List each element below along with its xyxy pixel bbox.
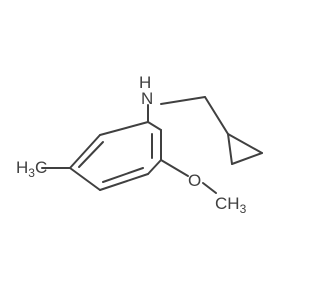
bond-ring-o [160,159,189,177]
bond-c6-c1 [69,134,101,169]
bond-c5-c6 [69,167,101,191]
bond-cp-1 [227,133,233,165]
methyl-right-label: CH3 [215,194,247,216]
bond-c4-c5 [99,173,149,191]
bond-ch2-cyclopropyl [204,96,229,135]
methyl-left-label: H3C [16,158,47,180]
double-bond-bottom [102,167,144,183]
nitrogen-label: N [141,89,153,108]
oxygen-label: O [188,171,201,190]
molecule-drawing: H N O H3C CH3 [16,73,263,216]
cyclopropyl-ring [227,133,263,165]
benzene-ring [69,121,162,191]
double-bond-left [78,141,104,168]
structure-diagram: H N O H3C CH3 [16,73,263,216]
bond-cp-3 [227,133,263,154]
bond-cp-2 [231,152,263,165]
bond-n-ch2 [160,96,206,105]
bond-c3-c4 [147,159,162,175]
bond-o-methyl [202,182,217,194]
bond-c1-c2 [147,121,162,131]
bond-ring-top [99,121,149,136]
nh-hydrogen-label: H [139,73,151,92]
